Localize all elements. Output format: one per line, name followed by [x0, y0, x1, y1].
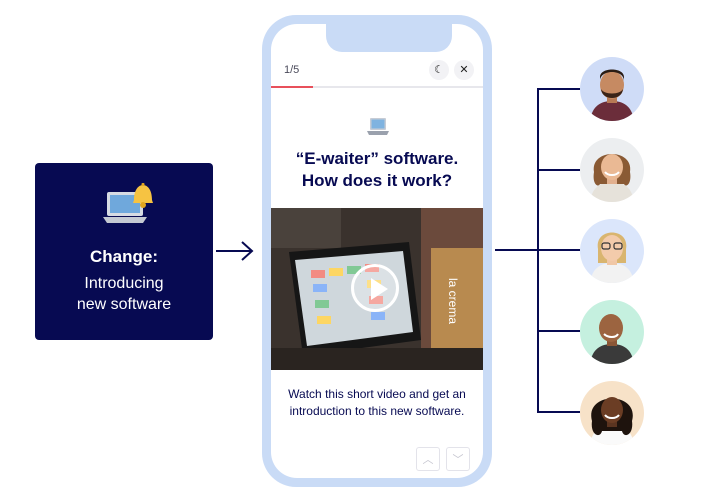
- chevron-up-icon[interactable]: ︿: [416, 447, 440, 471]
- slide-title: “E-waiter” software. How does it work?: [277, 148, 477, 192]
- bell-icon: [133, 183, 153, 208]
- slide-title-line2: How does it work?: [301, 171, 453, 190]
- video-player[interactable]: la crema: [271, 208, 483, 370]
- moon-icon[interactable]: ☾: [429, 60, 449, 80]
- slide-description-line2: introduction to this new software.: [289, 404, 465, 418]
- avatar-2: [580, 138, 644, 202]
- change-subtitle-line1: Introducing: [84, 275, 164, 292]
- change-subtitle-line2: new software: [76, 296, 172, 313]
- play-button[interactable]: [351, 264, 399, 312]
- progress-fill: [271, 86, 314, 88]
- avatar-1: [580, 57, 644, 121]
- avatar-5: [580, 381, 644, 445]
- progress-label: 1/5: [284, 64, 300, 76]
- slide-description-line1: Watch this short video and get an: [288, 387, 466, 401]
- slide-description: Watch this short video and get an introd…: [283, 386, 471, 420]
- phone-screen: 1/5 ☾ ✕ “E-waiter” software. How does it…: [271, 24, 483, 478]
- chevron-down-icon[interactable]: ﹀: [446, 447, 470, 471]
- play-icon: [371, 278, 388, 300]
- change-subtitle: Introducing new software: [45, 273, 203, 315]
- video-overlay-text: la crema: [446, 278, 460, 324]
- change-title: Change:: [90, 247, 158, 266]
- progress-bar: [271, 86, 483, 88]
- laptop-icon: [367, 118, 389, 135]
- change-card: Change: Introducing new software: [35, 163, 213, 340]
- avatar-4: [580, 300, 644, 364]
- phone-notch: [326, 24, 452, 52]
- slide-title-line1: “E-waiter” software.: [295, 149, 459, 168]
- avatar-3: [580, 219, 644, 283]
- phone-mockup: 1/5 ☾ ✕ “E-waiter” software. How does it…: [262, 15, 492, 487]
- close-icon[interactable]: ✕: [454, 60, 474, 80]
- arrow-right-icon: [216, 241, 254, 261]
- laptop-bell-icon: [103, 183, 153, 229]
- connector-bracket: [495, 88, 580, 413]
